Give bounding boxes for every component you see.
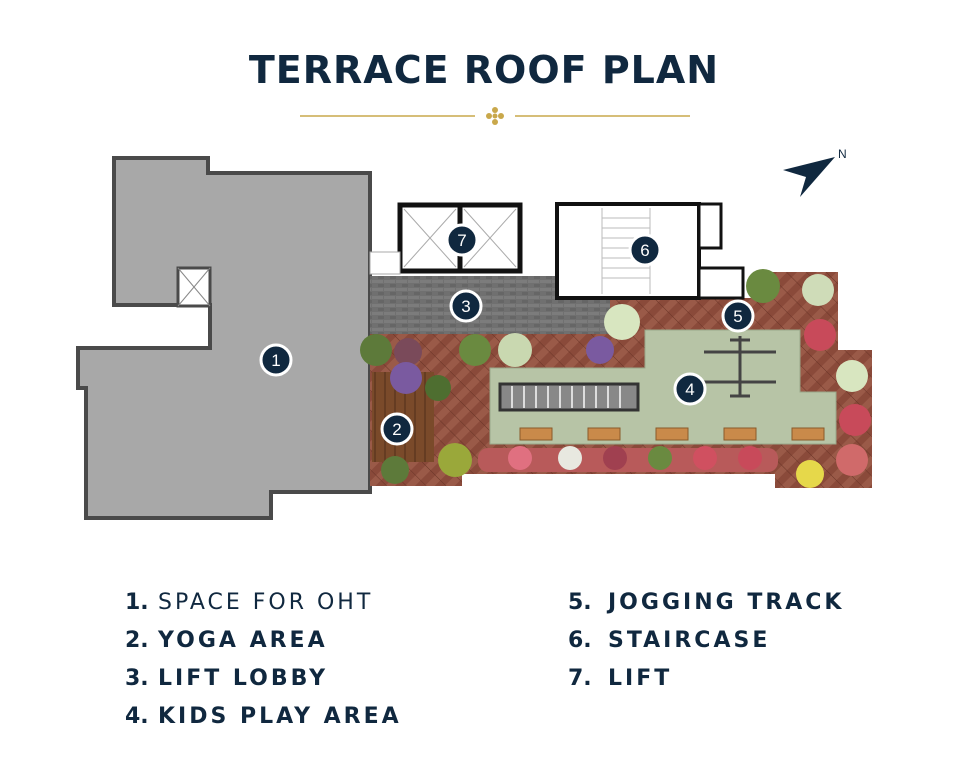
marker-5: 5 [721,299,755,333]
planting [360,269,871,488]
legend-item: 7. LIFT [568,666,844,704]
legend-number: 1. [125,590,149,615]
marker-2-label: 2 [392,420,401,439]
legend-item: 4. KIDS PLAY AREA [125,704,402,742]
legend-item: 1. SPACE FOR OHT [125,590,402,628]
monkey-bars [498,382,640,412]
marker-6-label: 6 [640,241,649,260]
staircase [555,202,745,300]
marker-6: 6 [628,233,662,267]
oht-slab [76,156,372,520]
marker-7: 7 [445,223,479,257]
legend-number: 4. [125,704,149,729]
marker-5-label: 5 [733,307,742,326]
marker-3-label: 3 [461,297,470,316]
lift-core [369,202,523,275]
legend-label: KIDS PLAY AREA [158,704,402,729]
legend-number: 3. [125,666,149,691]
legend-number: 7. [568,666,592,691]
marker-3: 3 [449,289,483,323]
north-arrow-icon: N [783,147,847,197]
legend-item: 2. YOGA AREA [125,628,402,666]
legend-label: SPACE FOR OHT [158,590,374,615]
marker-1: 1 [259,343,293,377]
legend-label: YOGA AREA [158,628,328,653]
legend-number: 2. [125,628,149,653]
legend-left: 1. SPACE FOR OHT 2. YOGA AREA 3. LIFT LO… [125,590,402,742]
terrace-plan: N 1 2 3 4 5 6 7 [76,147,872,520]
legend-number: 6. [568,628,592,653]
marker-4: 4 [673,372,707,406]
benches [519,427,825,441]
legend-item: 3. LIFT LOBBY [125,666,402,704]
legend-label: LIFT [608,666,673,691]
marker-2: 2 [380,412,414,446]
legend-label: STAIRCASE [608,628,771,653]
legend-right: 5. JOGGING TRACK 6. STAIRCASE 7. LIFT [568,590,844,704]
ornament-icon [486,107,504,125]
legend-label: LIFT LOBBY [158,666,329,691]
play-lawn [489,329,837,445]
title-divider [300,107,690,125]
legend-item: 6. STAIRCASE [568,628,844,666]
marker-7-label: 7 [457,231,466,250]
page-title: TERRACE ROOF PLAN [248,48,720,92]
seesaw [704,336,776,398]
north-letter: N [838,147,847,161]
legend-label: JOGGING TRACK [608,590,845,615]
legend-number: 5. [568,590,592,615]
marker-1-label: 1 [271,351,280,370]
legend-item: 5. JOGGING TRACK [568,590,844,628]
marker-4-label: 4 [685,380,694,399]
